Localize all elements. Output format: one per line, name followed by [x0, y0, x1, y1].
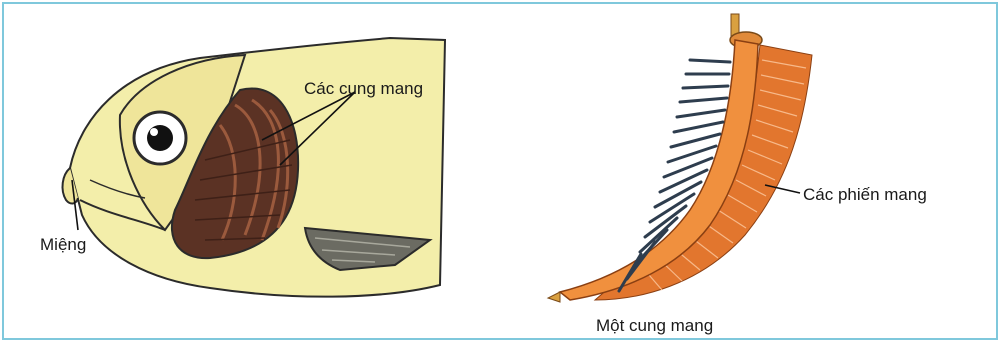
label-gill-arches: Các cung mang	[304, 80, 423, 97]
label-gill-filaments: Các phiến mang	[803, 186, 927, 203]
gill-arch-bar	[560, 40, 758, 300]
label-mouth: Miệng	[40, 236, 86, 253]
gill-arch-illustration	[548, 14, 812, 302]
label-one-gill-arch: Một cung mang	[596, 317, 713, 334]
fish-head-illustration	[63, 38, 445, 297]
fish-eye	[134, 112, 186, 164]
